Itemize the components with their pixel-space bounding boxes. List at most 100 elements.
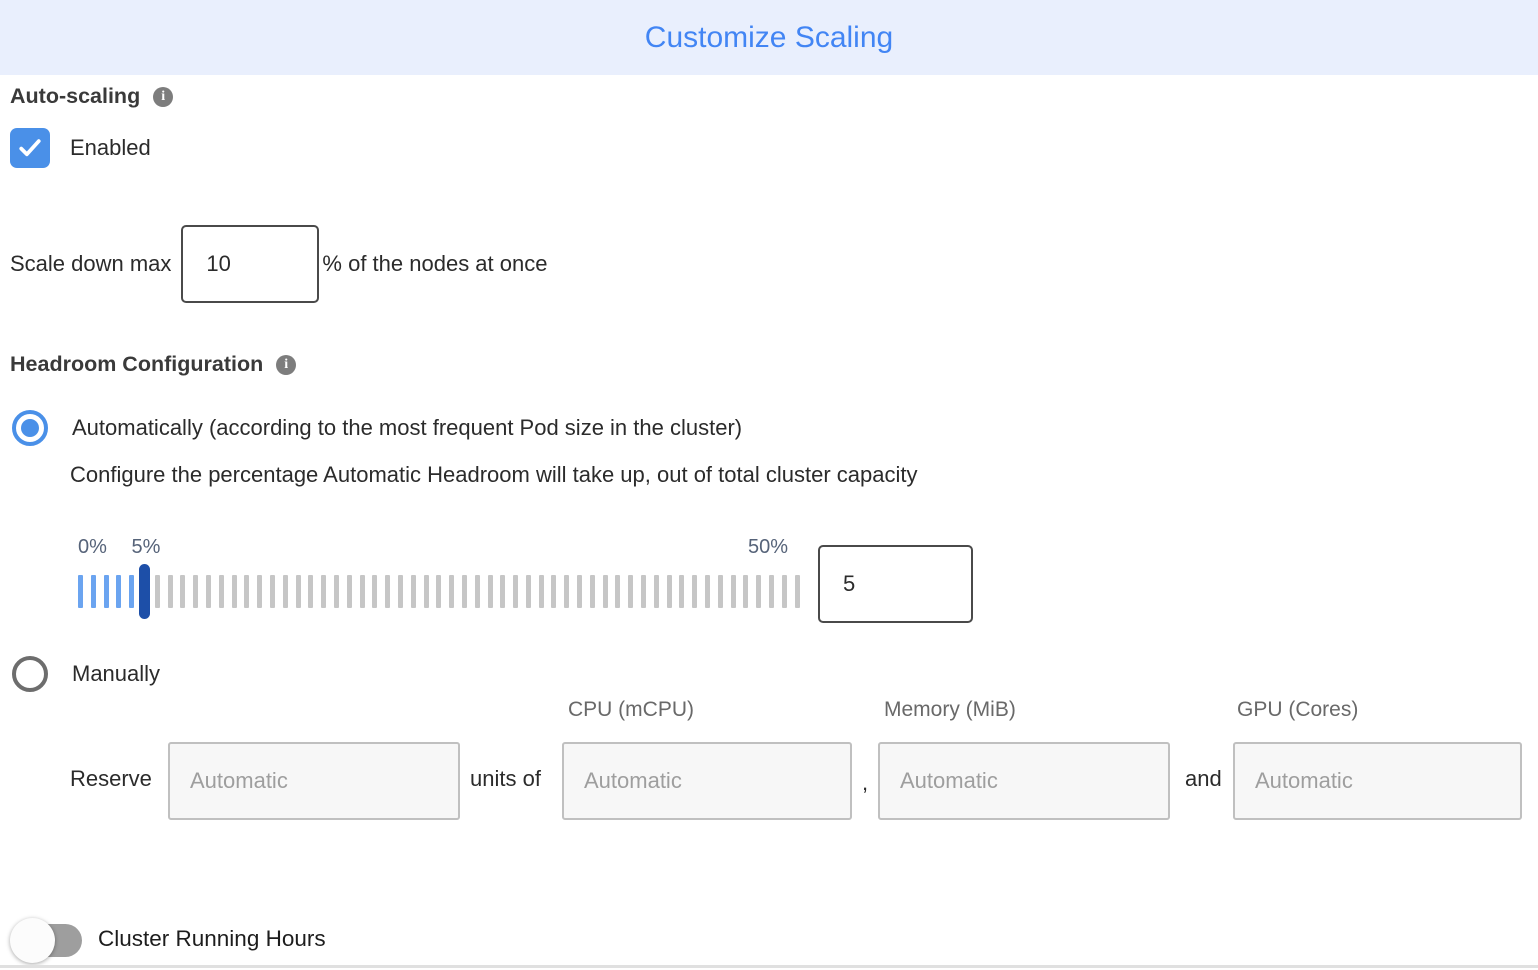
enabled-label: Enabled — [70, 135, 151, 160]
headroom-auto-row: Automatically (according to the most fre… — [12, 410, 742, 446]
gpu-column-header: GPU (Cores) — [1237, 698, 1359, 721]
slider-ticks[interactable] — [78, 575, 800, 608]
slider-tick — [321, 575, 327, 608]
reserve-label: Reserve — [70, 766, 152, 791]
slider-tick — [615, 575, 621, 608]
slider-tick — [692, 575, 698, 608]
slider-tick — [410, 575, 416, 608]
slider-min-label: 0% — [78, 536, 107, 558]
slider-max-label: 50% — [747, 536, 789, 558]
info-icon[interactable]: i — [153, 86, 174, 107]
scale-down-max-input[interactable] — [181, 225, 320, 303]
slider-tick — [666, 575, 672, 608]
slider-tick — [359, 575, 365, 608]
checkmark-icon — [19, 139, 41, 157]
enabled-checkbox[interactable] — [10, 128, 50, 168]
slider-tick — [180, 575, 186, 608]
slider-tick — [295, 575, 301, 608]
slider-tick — [525, 575, 531, 608]
slider-tick — [564, 575, 570, 608]
panel-header: Customize Scaling — [0, 0, 1538, 75]
slider-tick — [423, 575, 429, 608]
slider-tick — [167, 575, 173, 608]
manually-radio[interactable] — [12, 656, 48, 692]
slider-tick — [781, 575, 787, 608]
slider-tick — [116, 575, 122, 608]
radio-dot — [21, 419, 39, 437]
headroom-label: Headroom Configuration — [10, 352, 264, 376]
units-of-label: units of — [470, 766, 541, 791]
page-title: Customize Scaling — [644, 20, 894, 54]
slider-tick — [218, 575, 224, 608]
slider-tick — [513, 575, 519, 608]
scale-down-row: Scale down max % of the nodes at once — [10, 225, 547, 303]
slider-tick — [628, 575, 634, 608]
slider-tick — [90, 575, 96, 608]
slider-tick — [500, 575, 506, 608]
slider-tick — [474, 575, 480, 608]
slider-tick — [103, 575, 109, 608]
headroom-manual-row: Manually — [12, 656, 160, 692]
slider-tick — [385, 575, 391, 608]
slider-tick — [308, 575, 314, 608]
slider-tick — [705, 575, 711, 608]
slider-tick — [436, 575, 442, 608]
scale-down-prefix: Scale down max — [10, 251, 172, 276]
auto-scaling-label: Auto-scaling — [10, 84, 141, 108]
slider-tick — [449, 575, 455, 608]
slider-tick — [244, 575, 250, 608]
slider-tick — [231, 575, 237, 608]
slider-tick — [257, 575, 263, 608]
slider-tick — [487, 575, 493, 608]
slider-tick — [794, 575, 800, 608]
memory-input[interactable] — [878, 742, 1170, 820]
slider-tick — [193, 575, 199, 608]
info-icon[interactable]: i — [276, 354, 297, 375]
slider-tick — [205, 575, 211, 608]
slider-tick — [269, 575, 275, 608]
slider-tick — [769, 575, 775, 608]
auto-scaling-section-label: Auto-scaling i — [10, 84, 174, 109]
slider-handle[interactable] — [139, 564, 150, 619]
headroom-section-label: Headroom Configuration i — [10, 352, 297, 377]
automatically-radio[interactable] — [12, 410, 48, 446]
toggle-knob[interactable] — [10, 918, 55, 963]
cluster-running-hours-label: Cluster Running Hours — [98, 926, 326, 951]
memory-column-header: Memory (MiB) — [884, 698, 1016, 721]
slider-tick — [333, 575, 339, 608]
cpu-input[interactable] — [562, 742, 852, 820]
slider-tick — [653, 575, 659, 608]
slider-tick — [538, 575, 544, 608]
slider-tick — [577, 575, 583, 608]
scale-down-suffix: % of the nodes at once — [322, 251, 548, 276]
slider-tick — [397, 575, 403, 608]
slider-current-label: 5% — [131, 536, 161, 558]
slider-tick — [641, 575, 647, 608]
and-label: and — [1185, 766, 1222, 791]
headroom-percentage-input[interactable] — [818, 545, 973, 623]
slider-tick — [154, 575, 160, 608]
headroom-description: Configure the percentage Automatic Headr… — [70, 462, 918, 487]
slider-tick — [129, 575, 135, 608]
slider-tick — [717, 575, 723, 608]
automatically-label: Automatically (according to the most fre… — [72, 415, 743, 440]
reserve-count-input[interactable] — [168, 742, 460, 820]
slider-tick — [679, 575, 685, 608]
comma-separator: , — [862, 770, 869, 795]
slider-tick — [282, 575, 288, 608]
manually-label: Manually — [72, 661, 161, 686]
bottom-divider — [0, 965, 1538, 968]
slider-tick — [756, 575, 762, 608]
slider-tick — [372, 575, 378, 608]
slider-tick — [602, 575, 608, 608]
slider-tick — [551, 575, 557, 608]
slider-tick — [730, 575, 736, 608]
slider-tick — [461, 575, 467, 608]
auto-scaling-enabled-row: Enabled — [10, 128, 151, 168]
slider-tick — [589, 575, 595, 608]
slider-tick — [346, 575, 352, 608]
slider-tick — [78, 575, 83, 608]
cpu-column-header: CPU (mCPU) — [568, 698, 694, 721]
gpu-input[interactable] — [1233, 742, 1522, 820]
